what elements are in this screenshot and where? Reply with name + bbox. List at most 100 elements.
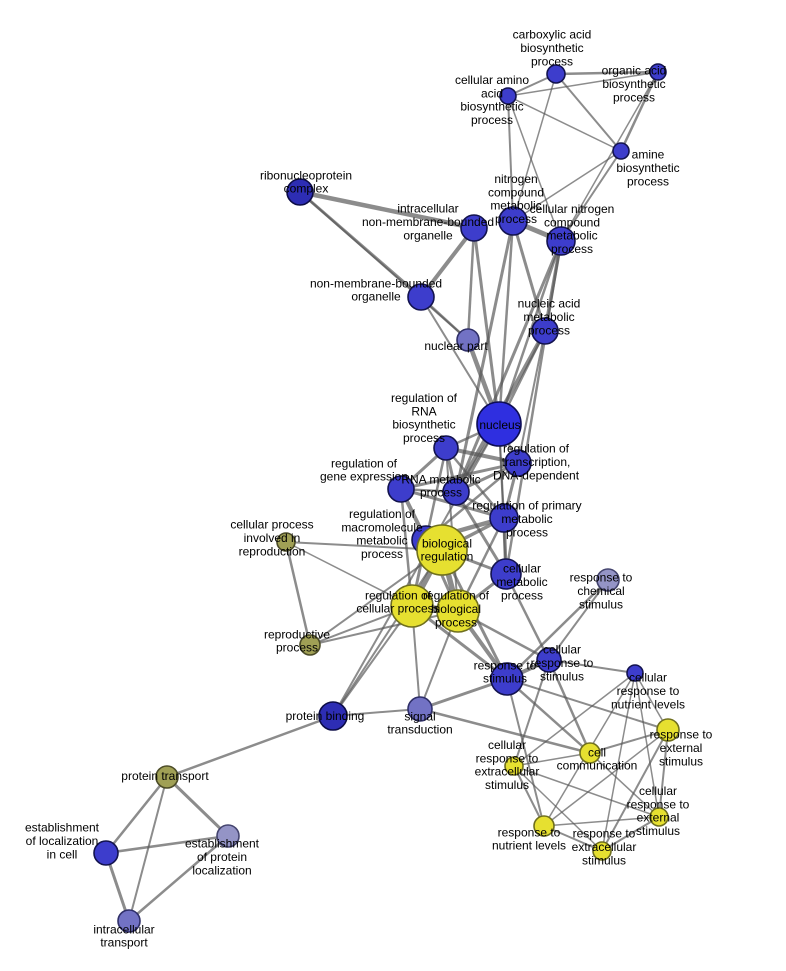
edge-carboxylic-acid-biosynthetic-process--nitrogen-compound-metabolic-process	[512, 73, 557, 222]
edge-cellular-response-to-stimulus--cell-communication	[547, 659, 592, 754]
edge-intracellular-non-membrane-bounded-organelle--nucleus	[472, 227, 501, 425]
edge-cellular-response-to-external-stimulus--response-to-extracellular-stimulus	[601, 816, 660, 852]
node-rna-metabolic-process[interactable]	[442, 478, 470, 506]
node-nucleus[interactable]	[476, 401, 522, 447]
node-cellular-response-to-nutrient-levels[interactable]	[626, 664, 644, 682]
edge-cellular-response-to-extracellular-stimulus--cell-communication	[513, 752, 591, 767]
node-regulation-of-cellular-process[interactable]	[390, 584, 434, 628]
edge-establishment-of-localization-in-cell--establishment-of-protein-localization	[105, 834, 229, 855]
node-cellular-nitrogen-compound-metabolic-process[interactable]	[546, 226, 576, 256]
edge-carboxylic-acid-biosynthetic-process--organic-acid-biosynthetic-process	[555, 70, 659, 76]
node-ribonucleoprotein-complex[interactable]	[286, 178, 314, 206]
edge-amine-biosynthetic-process--cellular-nitrogen-compound-metabolic-process	[560, 150, 622, 242]
node-response-to-nutrient-levels[interactable]	[533, 815, 555, 837]
edge-cellular-nitrogen-compound-metabolic-process--rna-metabolic-process	[454, 240, 563, 493]
node-regulation-of-transcription-dna-dependent[interactable]	[504, 449, 532, 477]
node-signal-transduction[interactable]	[407, 696, 433, 722]
node-intracellular-transport[interactable]	[117, 909, 141, 933]
node-regulation-of-primary-metabolic-process[interactable]	[489, 503, 519, 533]
edge-rna-metabolic-process--cellular-metabolic-process	[454, 491, 508, 575]
node-protein-transport[interactable]	[155, 765, 179, 789]
node-intracellular-non-membrane-bounded-organelle[interactable]	[460, 214, 488, 242]
node-protein-binding[interactable]	[318, 701, 348, 731]
node-label-nucleus: nucleus	[479, 418, 520, 432]
node-cellular-response-to-external-stimulus[interactable]	[649, 807, 669, 827]
edge-cellular-response-to-external-stimulus--response-to-nutrient-levels	[543, 816, 660, 827]
node-regulation-of-gene-expression[interactable]	[387, 475, 415, 503]
edge-protein-transport--intracellular-transport	[128, 776, 168, 922]
edge-organic-acid-biosynthetic-process--amine-biosynthetic-process	[619, 71, 660, 152]
edge-nucleic-acid-metabolic-process--regulation-of-transcription-dna-dependent	[517, 330, 546, 464]
node-label-protein-binding: protein binding	[286, 709, 365, 723]
node-nuclear-part[interactable]	[456, 328, 480, 352]
edge-non-membrane-bounded-organelle--nucleus	[420, 296, 500, 425]
node-cellular-process-involved-in-reproduction[interactable]	[276, 532, 296, 552]
edge-cellular-response-to-nutrient-levels--cellular-response-to-external-stimulus	[634, 672, 660, 818]
edge-regulation-of-transcription-dna-dependent--regulation-of-gene-expression	[400, 461, 519, 491]
edge-response-to-stimulus--response-to-external-stimulus	[506, 678, 669, 731]
node-nucleic-acid-metabolic-process[interactable]	[531, 317, 559, 345]
edge-cellular-response-to-extracellular-stimulus--response-to-extracellular-stimulus	[513, 765, 603, 852]
node-non-membrane-bounded-organelle[interactable]	[407, 283, 435, 311]
node-amine-biosynthetic-process[interactable]	[612, 142, 630, 160]
node-cellular-response-to-stimulus[interactable]	[536, 647, 562, 673]
node-reproductive-process[interactable]	[299, 634, 321, 656]
edge-regulation-of-cellular-process--cellular-process-involved-in-reproduction	[285, 541, 413, 607]
node-establishment-of-localization-in-cell[interactable]	[93, 840, 119, 866]
node-organic-acid-biosynthetic-process[interactable]	[649, 63, 667, 81]
edge-signal-transduction--cell-communication	[419, 707, 591, 755]
node-establishment-of-protein-localization[interactable]	[216, 824, 240, 848]
edge-organic-acid-biosynthetic-process--cellular-nitrogen-compound-metabolic-process	[560, 71, 659, 242]
edge-response-to-stimulus--response-to-nutrient-levels	[506, 678, 545, 827]
node-cellular-metabolic-process[interactable]	[490, 558, 522, 590]
node-label-nuclear-part: nuclear part	[424, 339, 488, 353]
edge-biological-regulation--protein-binding	[332, 549, 443, 717]
node-regulation-of-biological-process[interactable]	[436, 589, 480, 633]
edge-cellular-response-to-nutrient-levels--cellular-response-to-extracellular-stimulus	[513, 672, 636, 767]
edge-intracellular-non-membrane-bounded-organelle--non-membrane-bounded-organelle	[419, 226, 476, 299]
node-response-to-extracellular-stimulus[interactable]	[592, 841, 612, 861]
node-nitrogen-compound-metabolic-process[interactable]	[498, 206, 528, 236]
node-response-to-chemical-stimulus[interactable]	[596, 568, 620, 592]
node-cell-communication[interactable]	[579, 742, 601, 764]
node-cellular-response-to-extracellular-stimulus[interactable]	[504, 756, 524, 776]
edge-response-to-external-stimulus--cell-communication	[589, 729, 669, 754]
node-biological-regulation[interactable]	[416, 524, 468, 576]
node-regulation-of-rna-biosynthetic-process[interactable]	[433, 435, 459, 461]
edge-ribonucleoprotein-complex--intracellular-non-membrane-bounded-organelle	[299, 189, 475, 231]
node-response-to-external-stimulus[interactable]	[656, 718, 680, 742]
node-response-to-stimulus[interactable]	[490, 662, 524, 696]
edge-cellular-process-involved-in-reproduction--reproductive-process	[284, 541, 312, 646]
node-cellular-amino-acid-biosynthetic-process[interactable]	[499, 87, 517, 105]
edge-response-to-chemical-stimulus--cellular-response-to-stimulus	[548, 579, 609, 661]
node-label-protein-transport: protein transport	[121, 769, 209, 783]
node-carboxylic-acid-biosynthetic-process[interactable]	[546, 64, 566, 84]
edge-cellular-response-to-extracellular-stimulus--cellular-response-to-external-stimulus	[513, 765, 660, 818]
